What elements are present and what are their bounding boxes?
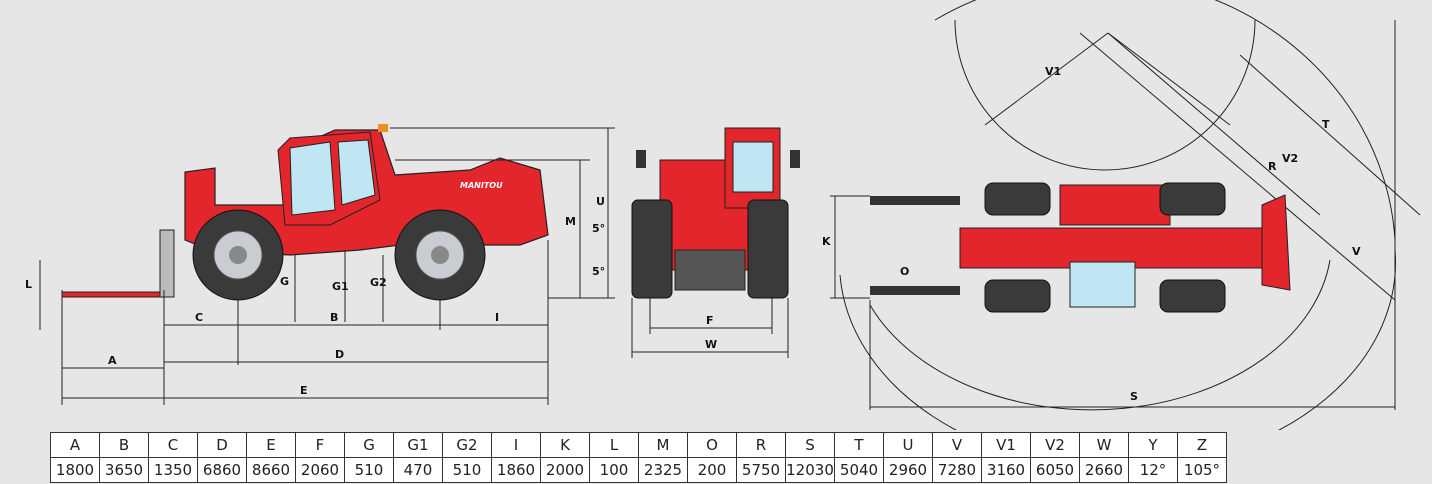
dim-header-z: Z: [1177, 432, 1227, 458]
dim-value-d: 6860: [197, 457, 247, 483]
dim-header-o: O: [687, 432, 737, 458]
top-engine: [1059, 184, 1171, 226]
dim-header-b: B: [99, 432, 149, 458]
dim-header-d: D: [197, 432, 247, 458]
dim-header-f: F: [295, 432, 345, 458]
dim-header-g2: G2: [442, 432, 492, 458]
dim-header-u: U: [883, 432, 933, 458]
dim-value-z: 105°: [1177, 457, 1227, 483]
dim-value-l: 100: [589, 457, 639, 483]
top-boom: [959, 227, 1281, 269]
technical-drawing: MANITOU: [25, 0, 1421, 430]
dim-value-v2: 6050: [1030, 457, 1080, 483]
dim-header-e: E: [246, 432, 296, 458]
dim-header-v: V: [932, 432, 982, 458]
top-cab: [1069, 261, 1136, 308]
dim-header-y: Y: [1128, 432, 1178, 458]
side-label-angle-top: 5°: [592, 222, 605, 235]
side-label-l: L: [25, 278, 32, 291]
front-label-w: W: [705, 338, 717, 351]
side-label-g2: G2: [370, 276, 387, 289]
front-wheel-right: [747, 199, 789, 299]
top-counterweight: [1261, 194, 1291, 291]
dim-value-e: 8660: [246, 457, 296, 483]
front-view: F W K: [631, 127, 831, 358]
side-label-angle-bottom: 5°: [592, 265, 605, 278]
side-label-b: B: [330, 311, 338, 324]
dim-header-r: R: [736, 432, 786, 458]
dim-header-k: K: [540, 432, 590, 458]
side-label-a: A: [108, 354, 117, 367]
front-label-f: F: [706, 314, 714, 327]
dim-header-g: G: [344, 432, 394, 458]
dim-value-u: 2960: [883, 457, 933, 483]
top-fork-lower: [870, 286, 960, 295]
top-label-v: V: [1352, 245, 1361, 258]
dim-value-a: 1800: [50, 457, 100, 483]
top-label-s: S: [1130, 390, 1138, 403]
dim-value-s: 12030: [785, 457, 835, 483]
dim-value-c: 1350: [148, 457, 198, 483]
dim-header-c: C: [148, 432, 198, 458]
top-wheel-fr: [984, 279, 1051, 313]
top-wheel-fl: [984, 182, 1051, 216]
top-label-v1: V1: [1045, 65, 1061, 78]
front-label-k: K: [822, 235, 831, 248]
dim-value-w: 2660: [1079, 457, 1129, 483]
side-view: MANITOU: [25, 124, 615, 405]
dim-value-g: 510: [344, 457, 394, 483]
front-wheel-left: [631, 199, 673, 299]
top-wheel-rl: [1159, 182, 1226, 216]
side-label-u: U: [596, 195, 605, 208]
dim-header-v2: V2: [1030, 432, 1080, 458]
side-label-g1: G1: [332, 280, 349, 293]
dim-header-l: L: [589, 432, 639, 458]
side-label-g: G: [280, 275, 289, 288]
top-view: O S T V V1 V2 R: [830, 0, 1421, 430]
brand-label: MANITOU: [460, 181, 503, 190]
dim-header-a: A: [50, 432, 100, 458]
side-forks: [61, 291, 173, 298]
side-label-d: D: [335, 348, 344, 361]
dim-header-m: M: [638, 432, 688, 458]
top-label-t: T: [1322, 118, 1330, 131]
dim-value-v1: 3160: [981, 457, 1031, 483]
dim-header-s: S: [785, 432, 835, 458]
dim-value-v: 7280: [932, 457, 982, 483]
dim-value-g1: 470: [393, 457, 443, 483]
dim-value-i: 1860: [491, 457, 541, 483]
top-label-o: O: [900, 265, 909, 278]
top-wheel-rr: [1159, 279, 1226, 313]
dim-value-m: 2325: [638, 457, 688, 483]
dim-header-v1: V1: [981, 432, 1031, 458]
dim-header-i: I: [491, 432, 541, 458]
dim-value-b: 3650: [99, 457, 149, 483]
dim-header-t: T: [834, 432, 884, 458]
dim-value-o: 200: [687, 457, 737, 483]
dim-value-k: 2000: [540, 457, 590, 483]
dim-value-g2: 510: [442, 457, 492, 483]
top-fork-upper: [870, 196, 960, 205]
dim-value-y: 12°: [1128, 457, 1178, 483]
dim-value-t: 5040: [834, 457, 884, 483]
dim-header-g1: G1: [393, 432, 443, 458]
side-label-c: C: [195, 311, 203, 324]
side-label-e: E: [300, 384, 308, 397]
side-label-m: M: [565, 215, 576, 228]
dim-value-f: 2060: [295, 457, 345, 483]
side-label-i: I: [495, 311, 499, 324]
dim-value-r: 5750: [736, 457, 786, 483]
dim-header-w: W: [1079, 432, 1129, 458]
top-label-v2: V2: [1282, 152, 1298, 165]
top-label-r: R: [1268, 160, 1277, 173]
